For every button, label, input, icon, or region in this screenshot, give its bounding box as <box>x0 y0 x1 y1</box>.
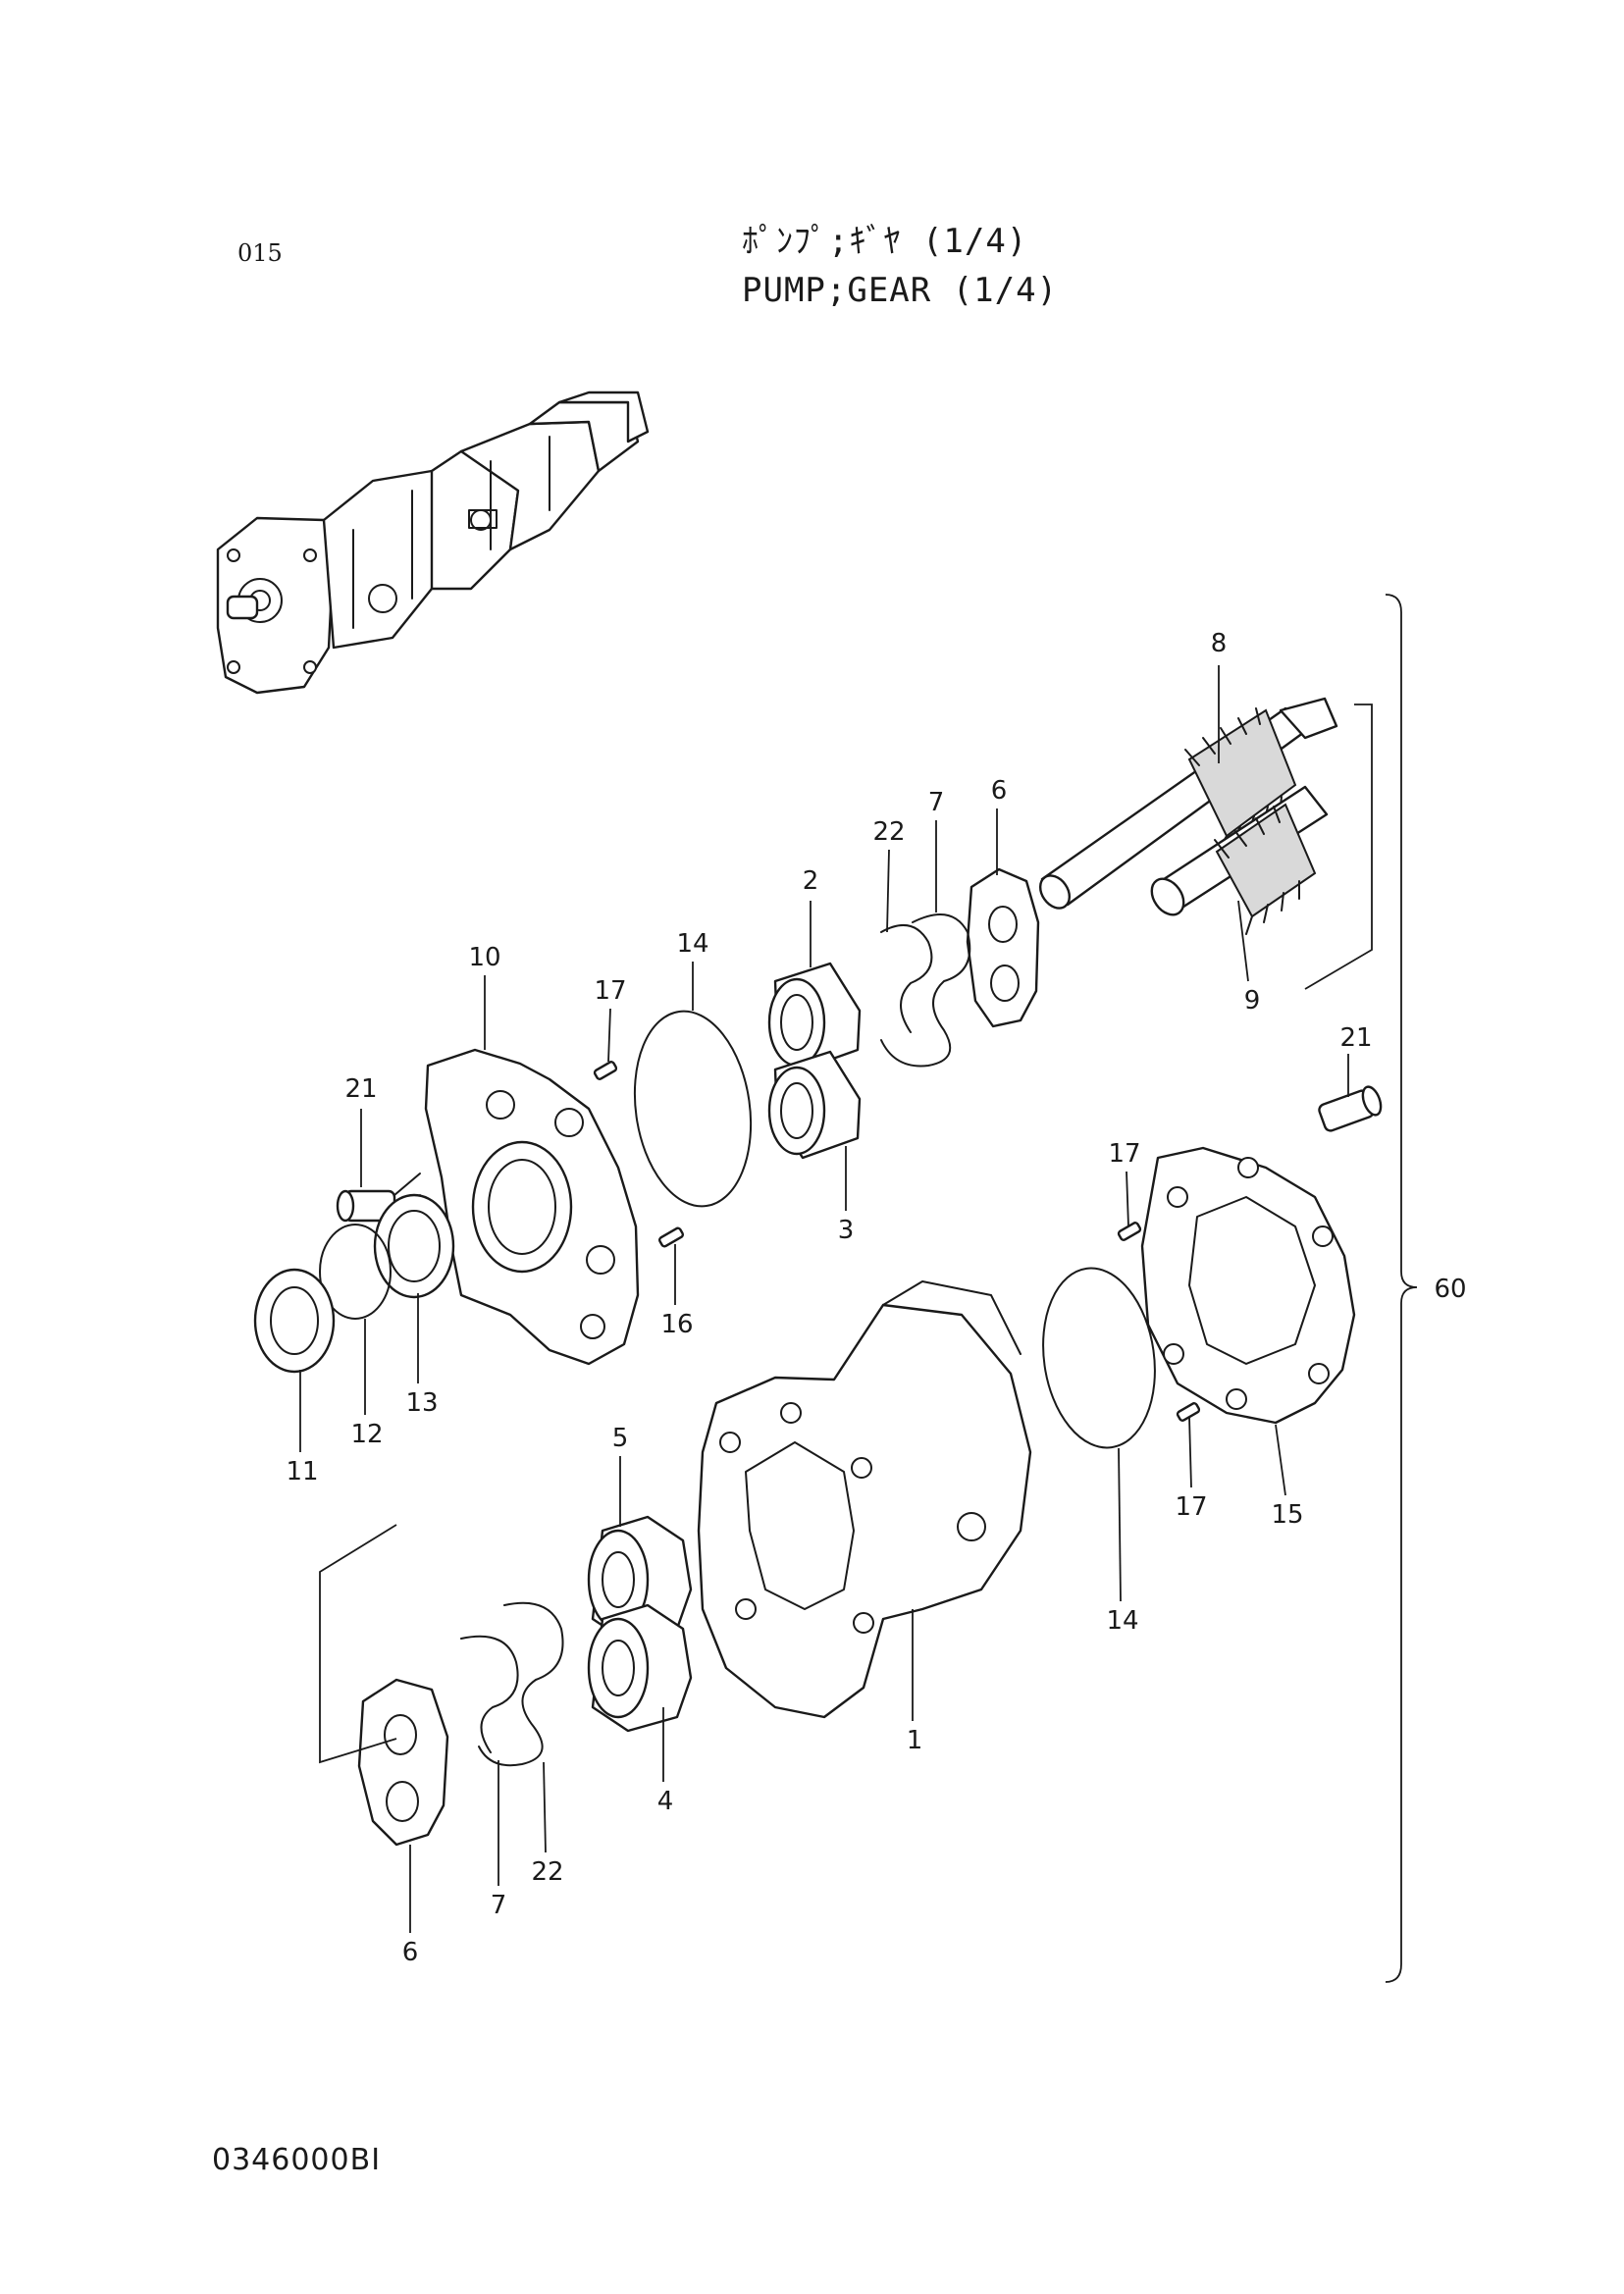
callout-6-lower: 6 <box>402 1938 419 1967</box>
part-17-pin-right-lower <box>1176 1402 1201 1422</box>
part-21-bolt-left <box>336 1173 421 1223</box>
part-11-oil-seal <box>253 1268 336 1374</box>
part-14-o-ring-upper <box>633 1010 753 1208</box>
document-code: 0346000BI <box>212 2143 382 2177</box>
callout-5: 5 <box>612 1424 629 1453</box>
callout-22-lower: 22 <box>531 1857 563 1887</box>
part-5-bushing <box>587 1515 693 1644</box>
part-4-bushing <box>587 1603 693 1733</box>
callout-10: 10 <box>468 943 500 972</box>
part-12-snap-ring <box>319 1224 392 1320</box>
part-6-side-plate-lower <box>319 1524 449 1847</box>
callout-1: 1 <box>907 1726 923 1755</box>
part-14-o-ring-lower <box>1042 1267 1156 1449</box>
part-10-front-cover <box>424 1048 640 1366</box>
callout-11: 11 <box>286 1457 318 1486</box>
callout-21-left: 21 <box>344 1074 377 1104</box>
callout-13: 13 <box>405 1388 438 1418</box>
part-13-oil-seal <box>373 1193 455 1299</box>
callout-16: 16 <box>660 1310 693 1339</box>
part-16-pin <box>658 1226 684 1248</box>
callout-9: 9 <box>1244 986 1261 1016</box>
title-english: PUMP;GEAR (1/4) <box>742 271 1059 310</box>
part-21-bolt-right <box>1318 1085 1383 1132</box>
part-17-pin-right-upper <box>1117 1222 1142 1241</box>
callout-60: 60 <box>1434 1275 1466 1304</box>
part-2-bushing <box>767 962 862 1071</box>
callout-6-upper: 6 <box>991 776 1008 806</box>
callout-15: 15 <box>1271 1500 1303 1530</box>
part-7-backup-ring-upper <box>880 913 971 1068</box>
callout-7-upper: 7 <box>928 788 945 817</box>
part-1-pump-body <box>697 1280 1032 1719</box>
callout-22-upper: 22 <box>872 817 905 847</box>
callout-labels: 8 9 6 7 22 2 3 14 17 10 21 16 17 21 17 1… <box>286 629 1372 1967</box>
page-number: 015 <box>237 239 283 267</box>
callout-17-upper: 17 <box>594 976 626 1006</box>
title-japanese: ﾎﾟﾝﾌﾟ;ｷﾞﾔ (1/4) <box>742 222 1028 261</box>
part-8-drive-gear-shaft <box>1038 697 1338 910</box>
callout-17-right-upper: 17 <box>1108 1139 1140 1169</box>
callout-8: 8 <box>1211 629 1228 658</box>
part-6-side-plate-upper <box>966 867 1040 1028</box>
part-7-backup-ring-lower <box>460 1601 564 1767</box>
leader-lines <box>299 665 1349 1933</box>
part-17-pin-upper <box>593 1061 618 1080</box>
callout-14-upper: 14 <box>676 929 708 959</box>
callout-21-right: 21 <box>1339 1023 1372 1053</box>
callout-7-lower: 7 <box>491 1891 507 1920</box>
callout-3: 3 <box>838 1216 855 1245</box>
part-9-driven-gear <box>1150 785 1329 935</box>
callout-17-right-lower: 17 <box>1175 1492 1207 1522</box>
callout-14-lower: 14 <box>1106 1606 1138 1636</box>
pump-assembly-overview <box>216 391 650 695</box>
callout-2: 2 <box>803 866 819 896</box>
part-15-rear-cover <box>1140 1146 1356 1425</box>
callout-4: 4 <box>657 1787 674 1816</box>
assembly-bracket-60: 60 <box>1385 594 1467 1983</box>
part-3-bushing <box>767 1050 862 1160</box>
callout-12: 12 <box>350 1420 383 1449</box>
